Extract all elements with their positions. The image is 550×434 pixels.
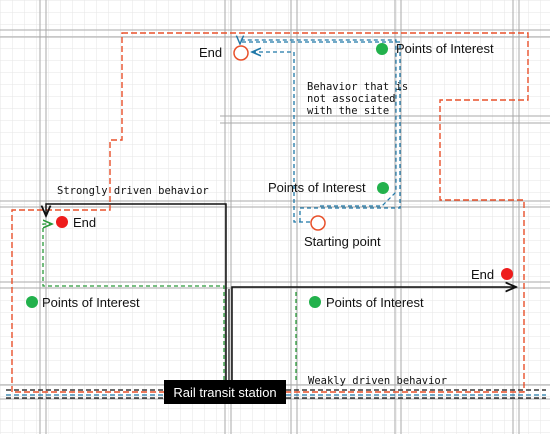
weakly-driven-label: Weakly driven behavior	[308, 375, 447, 387]
poi-marker-mid	[377, 182, 389, 194]
starting-point-label: Starting point	[304, 234, 381, 249]
poi-label-top-right: Points of Interest	[396, 41, 494, 56]
poi-label-left: Points of Interest	[42, 295, 140, 310]
not-associated-loop	[241, 38, 401, 222]
strong-path-right	[231, 287, 516, 380]
poi-label-center: Points of Interest	[326, 295, 424, 310]
rail-line	[6, 389, 546, 399]
poi-marker-top-right	[376, 43, 388, 55]
strongly-driven-label: Strongly driven behavior	[57, 185, 209, 197]
not-associated-label-line1: Behavior that is	[307, 81, 408, 93]
end-marker-left	[56, 216, 68, 228]
poi-marker-center	[309, 296, 321, 308]
end-marker-right	[501, 268, 513, 280]
strong-path-left	[46, 203, 227, 380]
end-label-left: End	[73, 215, 96, 230]
weak-path-left	[42, 224, 225, 380]
not-associated-label-line3: with the site	[307, 105, 389, 117]
not-associated-path	[252, 52, 310, 223]
station-label: Rail transit station	[173, 385, 276, 400]
end-label-right: End	[471, 267, 494, 282]
not-associated-label-line2: not associated	[307, 93, 396, 105]
end-marker-top	[233, 45, 249, 61]
poi-label-mid: Points of Interest	[268, 180, 366, 195]
end-label-top: End	[199, 45, 222, 60]
starting-point-marker	[310, 215, 326, 231]
station-box	[164, 380, 286, 404]
not-associated-loop-2	[240, 40, 397, 207]
site-boundary	[11, 32, 529, 393]
poi-marker-left	[26, 296, 38, 308]
